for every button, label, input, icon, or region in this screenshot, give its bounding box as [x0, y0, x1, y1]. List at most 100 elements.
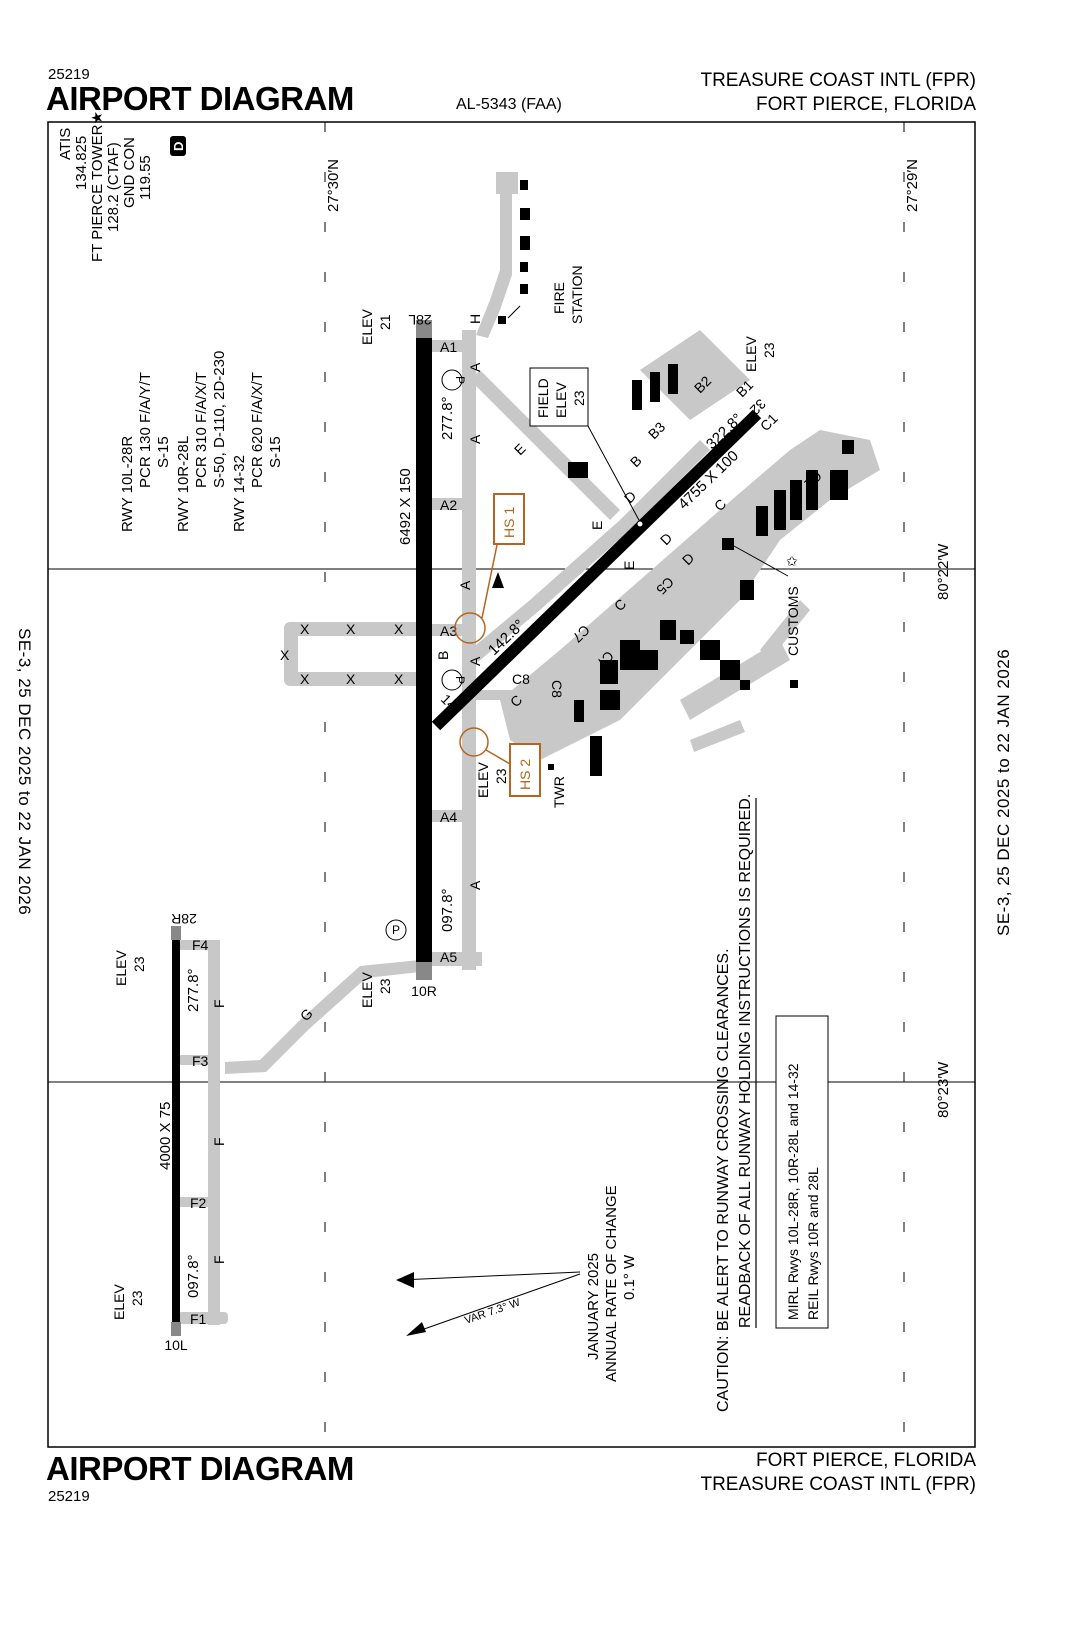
tower-freq: 128.2 (CTAF): [105, 142, 122, 232]
lon-label-23: 80°23′W: [935, 1061, 952, 1118]
twy-f-3: F: [211, 1255, 227, 1264]
runway-info-block: RWY 10L-28R PCR 130 F/A/Y/T S-15 RWY 10R…: [119, 351, 284, 532]
apron-b-north: [640, 330, 750, 420]
twy-x-2: X: [346, 621, 356, 637]
twy-a-5: A: [457, 580, 473, 590]
field-elev-point: [636, 520, 644, 528]
parking-marker-1: [441, 369, 463, 391]
twy-x-5: X: [346, 671, 356, 687]
mag-var: VAR 7.3° W: [463, 1296, 522, 1326]
runway-14-32: [431, 409, 762, 731]
hdg-main-e: 097.8°: [439, 888, 456, 932]
elev-32-label: ELEV: [743, 336, 759, 372]
twy-a4: A4: [440, 809, 457, 825]
field-elev-box: [529, 367, 589, 427]
taxiway-f-path: [208, 940, 220, 1325]
d-badge: D: [171, 142, 186, 151]
rwy-info-2: PCR 130 F/A/Y/T: [137, 372, 154, 488]
buildings: [498, 180, 854, 776]
customs-label: CUSTOMS: [785, 586, 801, 656]
twy-a3: A3: [440, 623, 457, 639]
city-bottom: FORT PIERCE, FLORIDA: [756, 1450, 976, 1471]
hdg-main-w: 277.8°: [439, 396, 456, 440]
hotspot-2-circle: [459, 727, 489, 757]
title-bottom: AIRPORT DIAGRAM: [46, 1450, 354, 1487]
elev-28l-val: 21: [377, 314, 393, 330]
beacon-icon: [492, 572, 504, 588]
twy-e-1: E: [511, 440, 529, 458]
taxiway-x-south: [286, 672, 426, 686]
twy-x-1: X: [300, 621, 310, 637]
lat-label-29: 27°29′N: [904, 159, 921, 212]
lat-label-30: 27°30′N: [325, 159, 342, 212]
twy-x-3: X: [394, 621, 404, 637]
rwy-label-10l: 10L: [164, 1337, 188, 1353]
twy-a-2: A: [467, 434, 483, 444]
customs-bldg: [722, 538, 734, 550]
gnd-label: GND CON: [121, 137, 138, 208]
elev-10l-val: 23: [129, 1290, 145, 1306]
magnetic-variation: VAR 7.3° W JANUARY 2025 ANNUAL RATE OF C…: [396, 1185, 638, 1382]
rwy-label-10r: 10R: [411, 983, 437, 999]
chart-id-bottom: 25219: [48, 1488, 90, 1505]
rwy-info-6: S-50, D-110, 2D-230: [211, 351, 228, 488]
elev-28r-label: ELEV: [113, 950, 129, 986]
diagram-frame: [47, 121, 976, 1448]
hotspot-1-box: [493, 493, 525, 545]
mag-north-arrow: [406, 1322, 426, 1336]
fire-station-bldg: [498, 316, 506, 324]
connector-c8: [476, 690, 536, 700]
twr-label: TWR: [551, 776, 567, 808]
twy-b-1: B: [627, 452, 645, 470]
hotspot-2-box: [509, 743, 541, 797]
rwy-info-5: PCR 310 F/A/X/T: [193, 372, 210, 488]
north-apron: [496, 172, 518, 194]
gnd-freq: 119.55: [137, 155, 154, 200]
taxiway-h-path: [476, 180, 512, 338]
hdg-west-w: 277.8°: [185, 968, 202, 1012]
title-top: AIRPORT DIAGRAM: [46, 80, 354, 117]
elev-32-val: 23: [761, 342, 777, 358]
twy-c8-2: C8: [549, 680, 565, 698]
customs-apron: [760, 600, 810, 660]
fire-station-leader: [507, 305, 521, 319]
atis-label: ATIS: [57, 128, 74, 160]
field-elev-2: ELEV: [553, 382, 569, 418]
lighting-line-1: MIRL Rwys 10L-28R, 10R-28L and 14-32: [785, 1063, 801, 1320]
rwy-info-4: RWY 10R-28L: [175, 436, 192, 532]
connector-a2: [422, 498, 476, 510]
rwy-info-3: S-15: [155, 436, 172, 468]
west-dims: 4000 X 75: [157, 1102, 174, 1170]
true-north-arrow: [396, 1272, 414, 1288]
city-top: FORT PIERCE, FLORIDA: [756, 94, 976, 115]
field-elev-leader: [587, 425, 641, 523]
field-elev-3: 23: [571, 390, 587, 406]
hotspot-1-label: HS 1: [501, 507, 517, 538]
parking-marker-3: [385, 919, 407, 941]
field-elev-1: FIELD: [535, 378, 551, 418]
twy-x-7: X: [280, 647, 290, 663]
twy-b-2: B: [435, 651, 451, 660]
rwy-info-8: PCR 620 F/A/X/T: [249, 372, 266, 488]
twy-e-2: E: [589, 521, 605, 530]
hotspot-1-circle: [454, 612, 486, 644]
tower-label: FT PIERCE TOWER★: [89, 111, 106, 262]
twy-a-4: A: [467, 880, 483, 890]
twy-e-3: E: [621, 561, 637, 570]
twy-h: H: [467, 314, 483, 324]
connector-a4: [422, 810, 476, 822]
rwy-label-28l: 28L: [408, 312, 432, 328]
caution-line-2: READBACK OF ALL RUNWAY HOLDING INSTRUCTI…: [737, 794, 754, 1328]
twy-b3: B3: [645, 419, 669, 443]
twy-c8-1: C8: [512, 671, 530, 687]
parking-marker-2: [441, 669, 463, 691]
threshold-28r: [171, 926, 181, 940]
runway-10r-28l: [416, 338, 432, 962]
mag-date: JANUARY 2025: [585, 1253, 602, 1360]
connector-f3: [178, 1055, 220, 1065]
twy-a-1: A: [467, 362, 483, 372]
taxiway-x-west: [284, 622, 298, 686]
airport-name-top: TREASURE COAST INTL (FPR): [700, 70, 976, 91]
taxiway-g-path: [225, 960, 420, 1074]
d-badge-bg: [170, 136, 186, 156]
